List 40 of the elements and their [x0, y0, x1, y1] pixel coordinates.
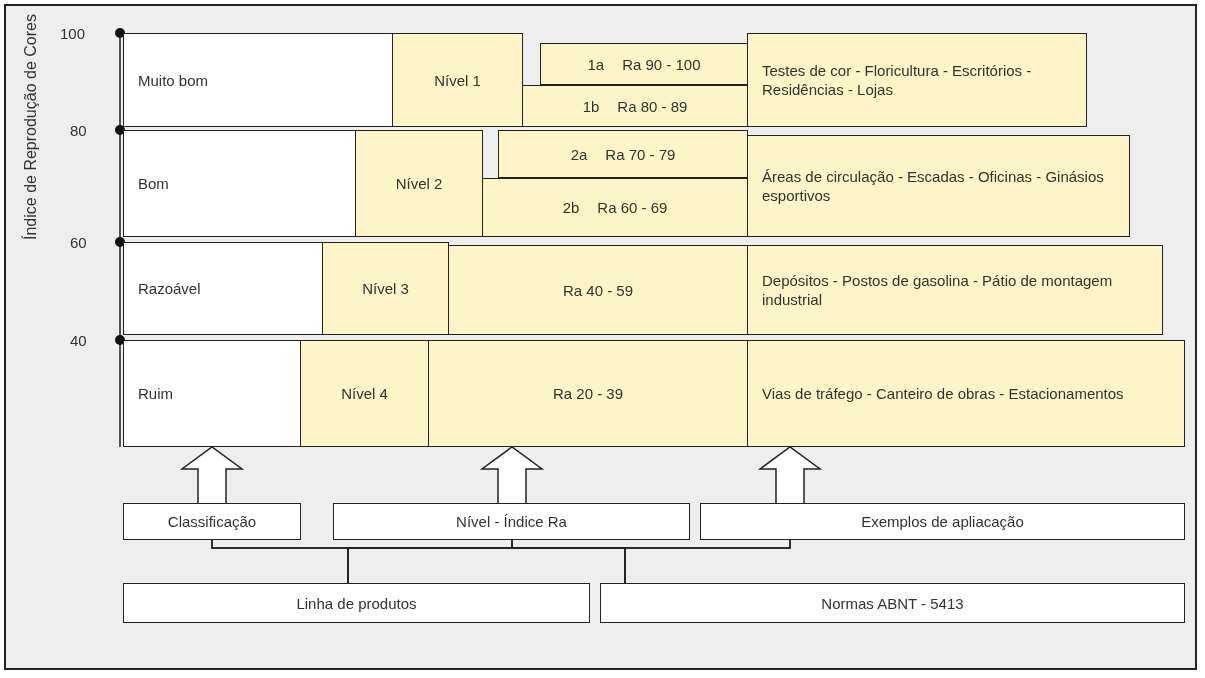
range-cell [498, 130, 748, 178]
block-arrow [479, 446, 545, 504]
level-cell: Nível 1 [392, 33, 523, 127]
axis-title: Índice de Reprodução de Cores [22, 14, 40, 240]
examples-cell: Áreas de circulação - Escadas - Oficinas - Ginásios esportivos [747, 135, 1130, 237]
category-box: Exemplos de apliacação [700, 503, 1185, 540]
range-cell [540, 43, 748, 85]
block-arrow [179, 446, 245, 504]
rating-cell: Muito bom [123, 33, 393, 127]
level-cell: Nível 4 [300, 340, 429, 447]
sublevel-code: 1a [587, 54, 605, 74]
examples-cell: Depósitos - Postos de gasolina - Pátio de montagem industrial [747, 245, 1163, 335]
category-box: Nível - Índice Ra [333, 503, 690, 540]
block-arrow [757, 446, 823, 504]
examples-cell: Testes de cor - Floricultura - Escritórios - Residências - Lojas [747, 33, 1087, 127]
source-box: Normas ABNT - 5413 [600, 583, 1185, 623]
range-cell: Ra 40 - 59 [448, 245, 748, 335]
tick-label: 100 [60, 25, 86, 42]
range-cell [482, 178, 748, 237]
range-text: Ra 70 - 79 [605, 144, 676, 164]
tick-label: 80 [70, 122, 87, 139]
range-cell [522, 85, 748, 127]
range-text: Ra 90 - 100 [622, 54, 701, 74]
examples-cell: Vias de tráfego - Canteiro de obras - Estacionamentos [747, 340, 1185, 447]
level-cell: Nível 2 [355, 130, 483, 237]
level-cell: Nível 3 [322, 242, 449, 335]
tick-label: 40 [70, 332, 87, 349]
sublevel-code: 2b [562, 198, 580, 217]
source-box: Linha de produtos [123, 583, 590, 623]
rating-cell: Ruim [123, 340, 301, 447]
tick-label: 60 [70, 234, 87, 251]
range-cell: Ra 20 - 39 [428, 340, 748, 447]
connector-line [624, 539, 791, 584]
category-box: Classificação [123, 503, 301, 540]
range-text: Ra 60 - 69 [597, 198, 668, 217]
sublevel-code: 2a [570, 144, 588, 164]
range-text: Ra 80 - 89 [617, 96, 688, 116]
rating-cell: Razoável [123, 242, 323, 335]
sublevel-code: 1b [582, 96, 600, 116]
rating-cell: Bom [123, 130, 356, 237]
